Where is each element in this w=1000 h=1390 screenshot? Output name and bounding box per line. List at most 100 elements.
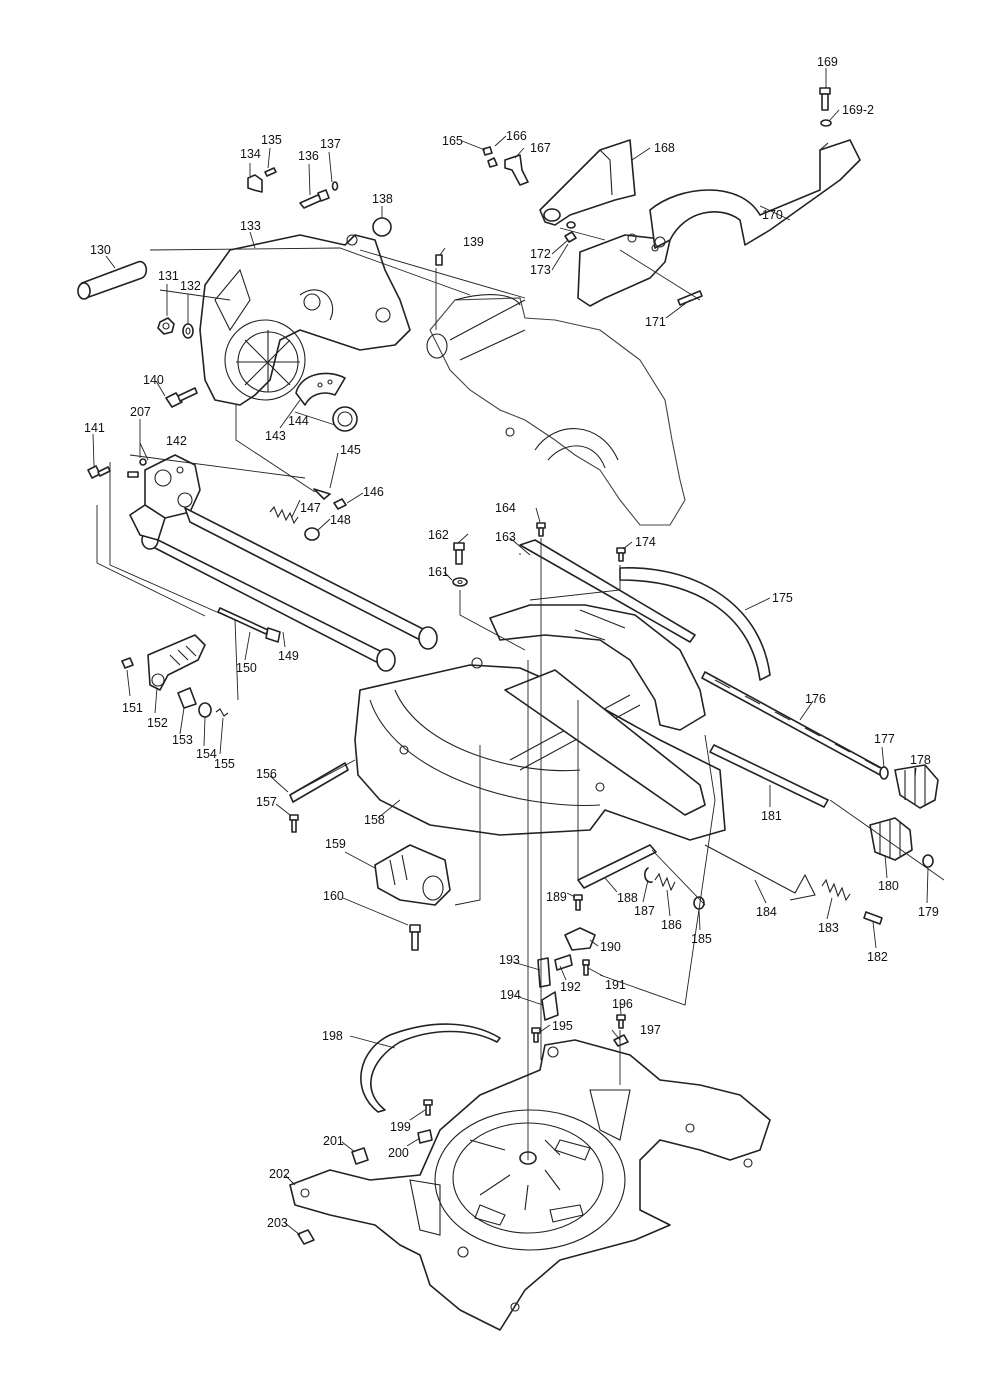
callout-175: 175 bbox=[772, 591, 793, 605]
rail-holder bbox=[144, 454, 201, 519]
base bbox=[289, 1039, 771, 1331]
callout-143: 143 bbox=[265, 429, 286, 443]
callout-161: 161 bbox=[428, 565, 449, 579]
cover-plate bbox=[295, 372, 346, 406]
lock-lever bbox=[121, 634, 229, 718]
callout-185: 185 bbox=[691, 932, 712, 946]
spring-and-collar bbox=[269, 505, 320, 541]
callout-180: 180 bbox=[878, 879, 899, 893]
shaft bbox=[77, 260, 148, 300]
callout-176: 176 bbox=[805, 692, 826, 706]
small-hardware-left bbox=[87, 458, 347, 510]
callout-195: 195 bbox=[552, 1019, 573, 1033]
callout-150: 150 bbox=[236, 661, 257, 675]
callout-178: 178 bbox=[910, 753, 931, 767]
callout-130: 130 bbox=[90, 243, 111, 257]
callout-200: 200 bbox=[388, 1146, 409, 1160]
callout-191: 191 bbox=[605, 978, 626, 992]
callout-207: 207 bbox=[130, 405, 151, 419]
callout-167: 167 bbox=[530, 141, 551, 155]
scale-plate bbox=[619, 567, 771, 681]
callout-190: 190 bbox=[600, 940, 621, 954]
base-small-parts bbox=[297, 1014, 629, 1245]
callout-153: 153 bbox=[172, 733, 193, 747]
callout-142: 142 bbox=[166, 434, 187, 448]
callout-163: 163 bbox=[495, 530, 516, 544]
callout-144: 144 bbox=[288, 414, 309, 428]
callout-197: 197 bbox=[640, 1023, 661, 1037]
callout-leaders bbox=[92, 68, 929, 1236]
callout-137: 137 bbox=[320, 137, 341, 151]
callout-162: 162 bbox=[428, 528, 449, 542]
front-knob bbox=[879, 764, 939, 809]
callout-160: 160 bbox=[323, 889, 344, 903]
brush-cap bbox=[332, 406, 358, 432]
fence-arc bbox=[360, 1023, 501, 1113]
callout-164: 164 bbox=[495, 501, 516, 515]
bracket-small bbox=[482, 146, 529, 186]
callout-146: 146 bbox=[363, 485, 384, 499]
callout-169: 169 bbox=[817, 55, 838, 69]
callout-173: 173 bbox=[530, 263, 551, 277]
blade-guard bbox=[649, 139, 861, 249]
spring-pin bbox=[821, 878, 883, 925]
callout-189: 189 bbox=[546, 890, 567, 904]
callout-170: 170 bbox=[762, 208, 783, 222]
callout-158: 158 bbox=[364, 813, 385, 827]
callout-152: 152 bbox=[147, 716, 168, 730]
callout-139: 139 bbox=[463, 235, 484, 249]
callout-187: 187 bbox=[634, 904, 655, 918]
callout-169-2: 169-2 bbox=[842, 103, 874, 117]
callout-157: 157 bbox=[256, 795, 277, 809]
callout-145: 145 bbox=[340, 443, 361, 457]
callout-202: 202 bbox=[269, 1167, 290, 1181]
guard-bolt bbox=[819, 87, 832, 127]
callout-labels: 130 131 132 133 134 135 136 137 138 139 … bbox=[84, 55, 939, 1230]
callout-149: 149 bbox=[278, 649, 299, 663]
callout-165: 165 bbox=[442, 134, 463, 148]
callout-154: 154 bbox=[196, 747, 217, 761]
saw-head-outline bbox=[426, 294, 686, 526]
callout-140: 140 bbox=[143, 373, 164, 387]
center-bolt-washer bbox=[452, 542, 468, 587]
callout-172: 172 bbox=[530, 247, 551, 261]
callout-132: 132 bbox=[180, 279, 201, 293]
clamp-block bbox=[374, 844, 451, 951]
callout-156: 156 bbox=[256, 767, 277, 781]
callout-183: 183 bbox=[818, 921, 839, 935]
guide-bar bbox=[289, 762, 349, 833]
callout-168: 168 bbox=[654, 141, 675, 155]
guide-rod bbox=[709, 744, 829, 808]
motor-housing bbox=[199, 234, 411, 406]
callout-147: 147 bbox=[300, 501, 321, 515]
callout-174: 174 bbox=[635, 535, 656, 549]
callout-194: 194 bbox=[500, 988, 521, 1002]
callout-138: 138 bbox=[372, 192, 393, 206]
callout-193: 193 bbox=[499, 953, 520, 967]
callout-155: 155 bbox=[214, 757, 235, 771]
callout-141: 141 bbox=[84, 421, 105, 435]
callout-203: 203 bbox=[267, 1216, 288, 1230]
slide-rail-upper bbox=[184, 507, 438, 650]
callout-131: 131 bbox=[158, 269, 179, 283]
callout-133: 133 bbox=[240, 219, 261, 233]
clip-and-screw bbox=[247, 167, 277, 193]
rail-end-cap bbox=[129, 504, 166, 541]
callout-181: 181 bbox=[761, 809, 782, 823]
callout-179: 179 bbox=[918, 905, 939, 919]
callout-134: 134 bbox=[240, 147, 261, 161]
set-screw bbox=[435, 254, 443, 266]
callout-148: 148 bbox=[330, 513, 351, 527]
callout-177: 177 bbox=[874, 732, 895, 746]
pin-and-ring bbox=[299, 181, 339, 209]
callout-159: 159 bbox=[325, 837, 346, 851]
small-screws-mid bbox=[536, 522, 626, 562]
knob bbox=[372, 217, 392, 237]
long-bolt bbox=[217, 607, 281, 643]
callout-201: 201 bbox=[323, 1134, 344, 1148]
lock-rod bbox=[704, 844, 816, 901]
guard-plate bbox=[564, 221, 703, 307]
callout-136: 136 bbox=[298, 149, 319, 163]
callout-192: 192 bbox=[560, 980, 581, 994]
